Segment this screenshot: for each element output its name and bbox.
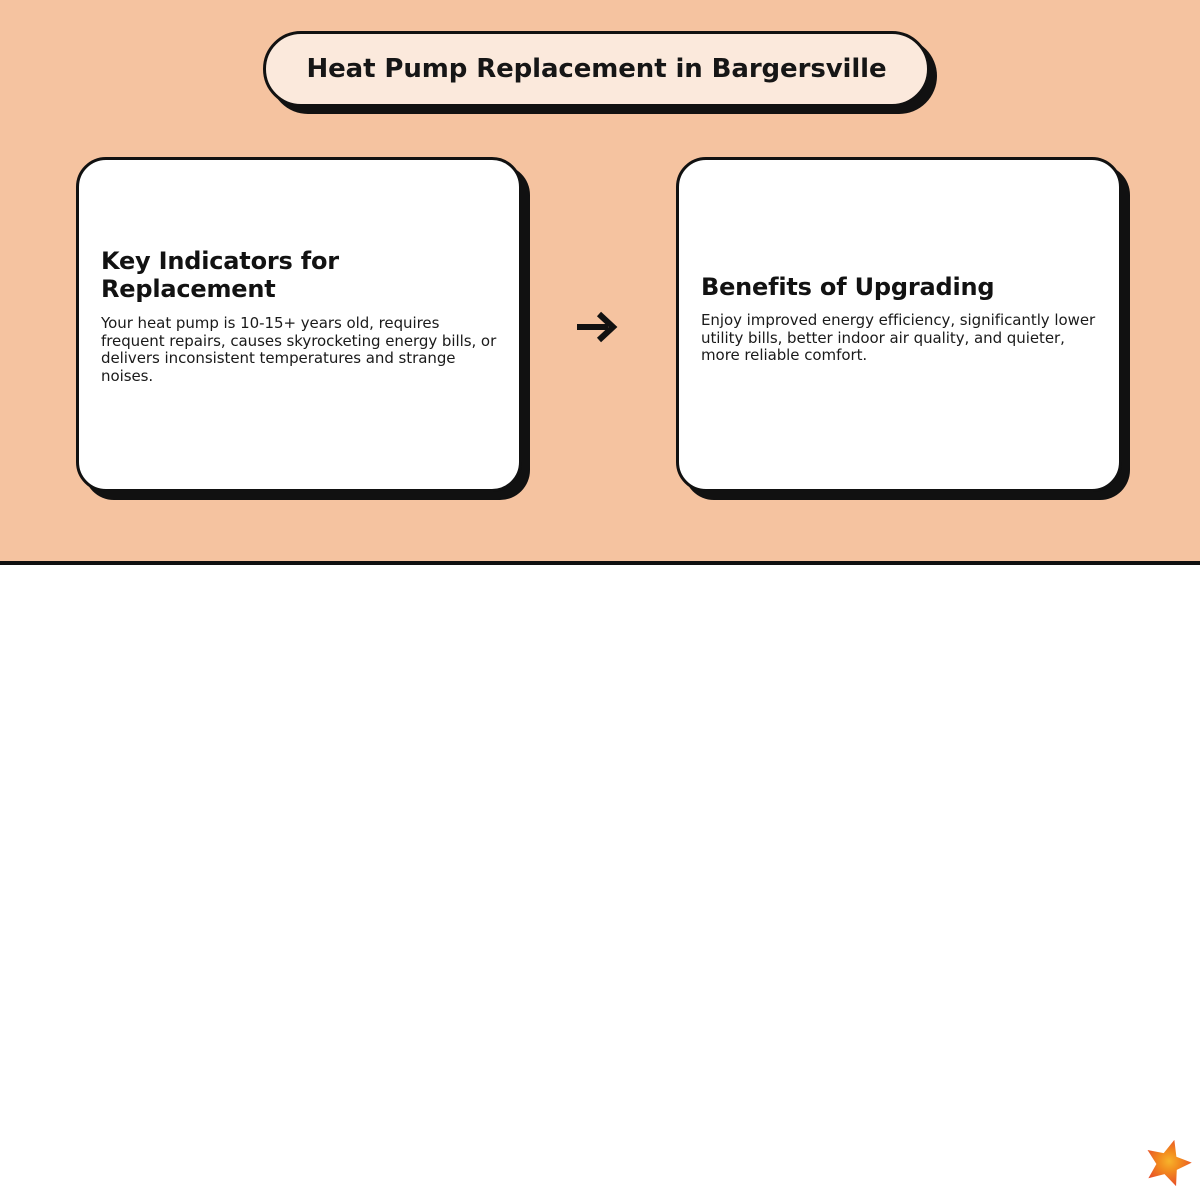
card-heading: Benefits of Upgrading xyxy=(701,273,995,302)
footer-divider xyxy=(0,561,1200,565)
card-key-indicators: Key Indicators for Replacement Your heat… xyxy=(76,157,522,492)
card-body-text: Enjoy improved energy efficiency, signif… xyxy=(701,311,1096,365)
card-heading: Key Indicators for Replacement xyxy=(101,246,339,303)
main-stage: Heat Pump Replacement in Bargersville Ke… xyxy=(0,0,1200,561)
arrow-right-icon xyxy=(566,296,630,358)
title-pill: Heat Pump Replacement in Bargersville xyxy=(263,31,930,107)
card-content: Benefits of Upgrading Enjoy improved ene… xyxy=(701,274,1097,364)
card-content: Key Indicators for Replacement Your heat… xyxy=(101,246,497,385)
card-benefits: Benefits of Upgrading Enjoy improved ene… xyxy=(676,157,1122,492)
footer-bar xyxy=(0,565,1200,1187)
page-title: Heat Pump Replacement in Bargersville xyxy=(306,53,887,84)
card-body-text: Your heat pump is 10-15+ years old, requ… xyxy=(101,314,497,385)
star-logo-icon xyxy=(1143,1137,1193,1187)
